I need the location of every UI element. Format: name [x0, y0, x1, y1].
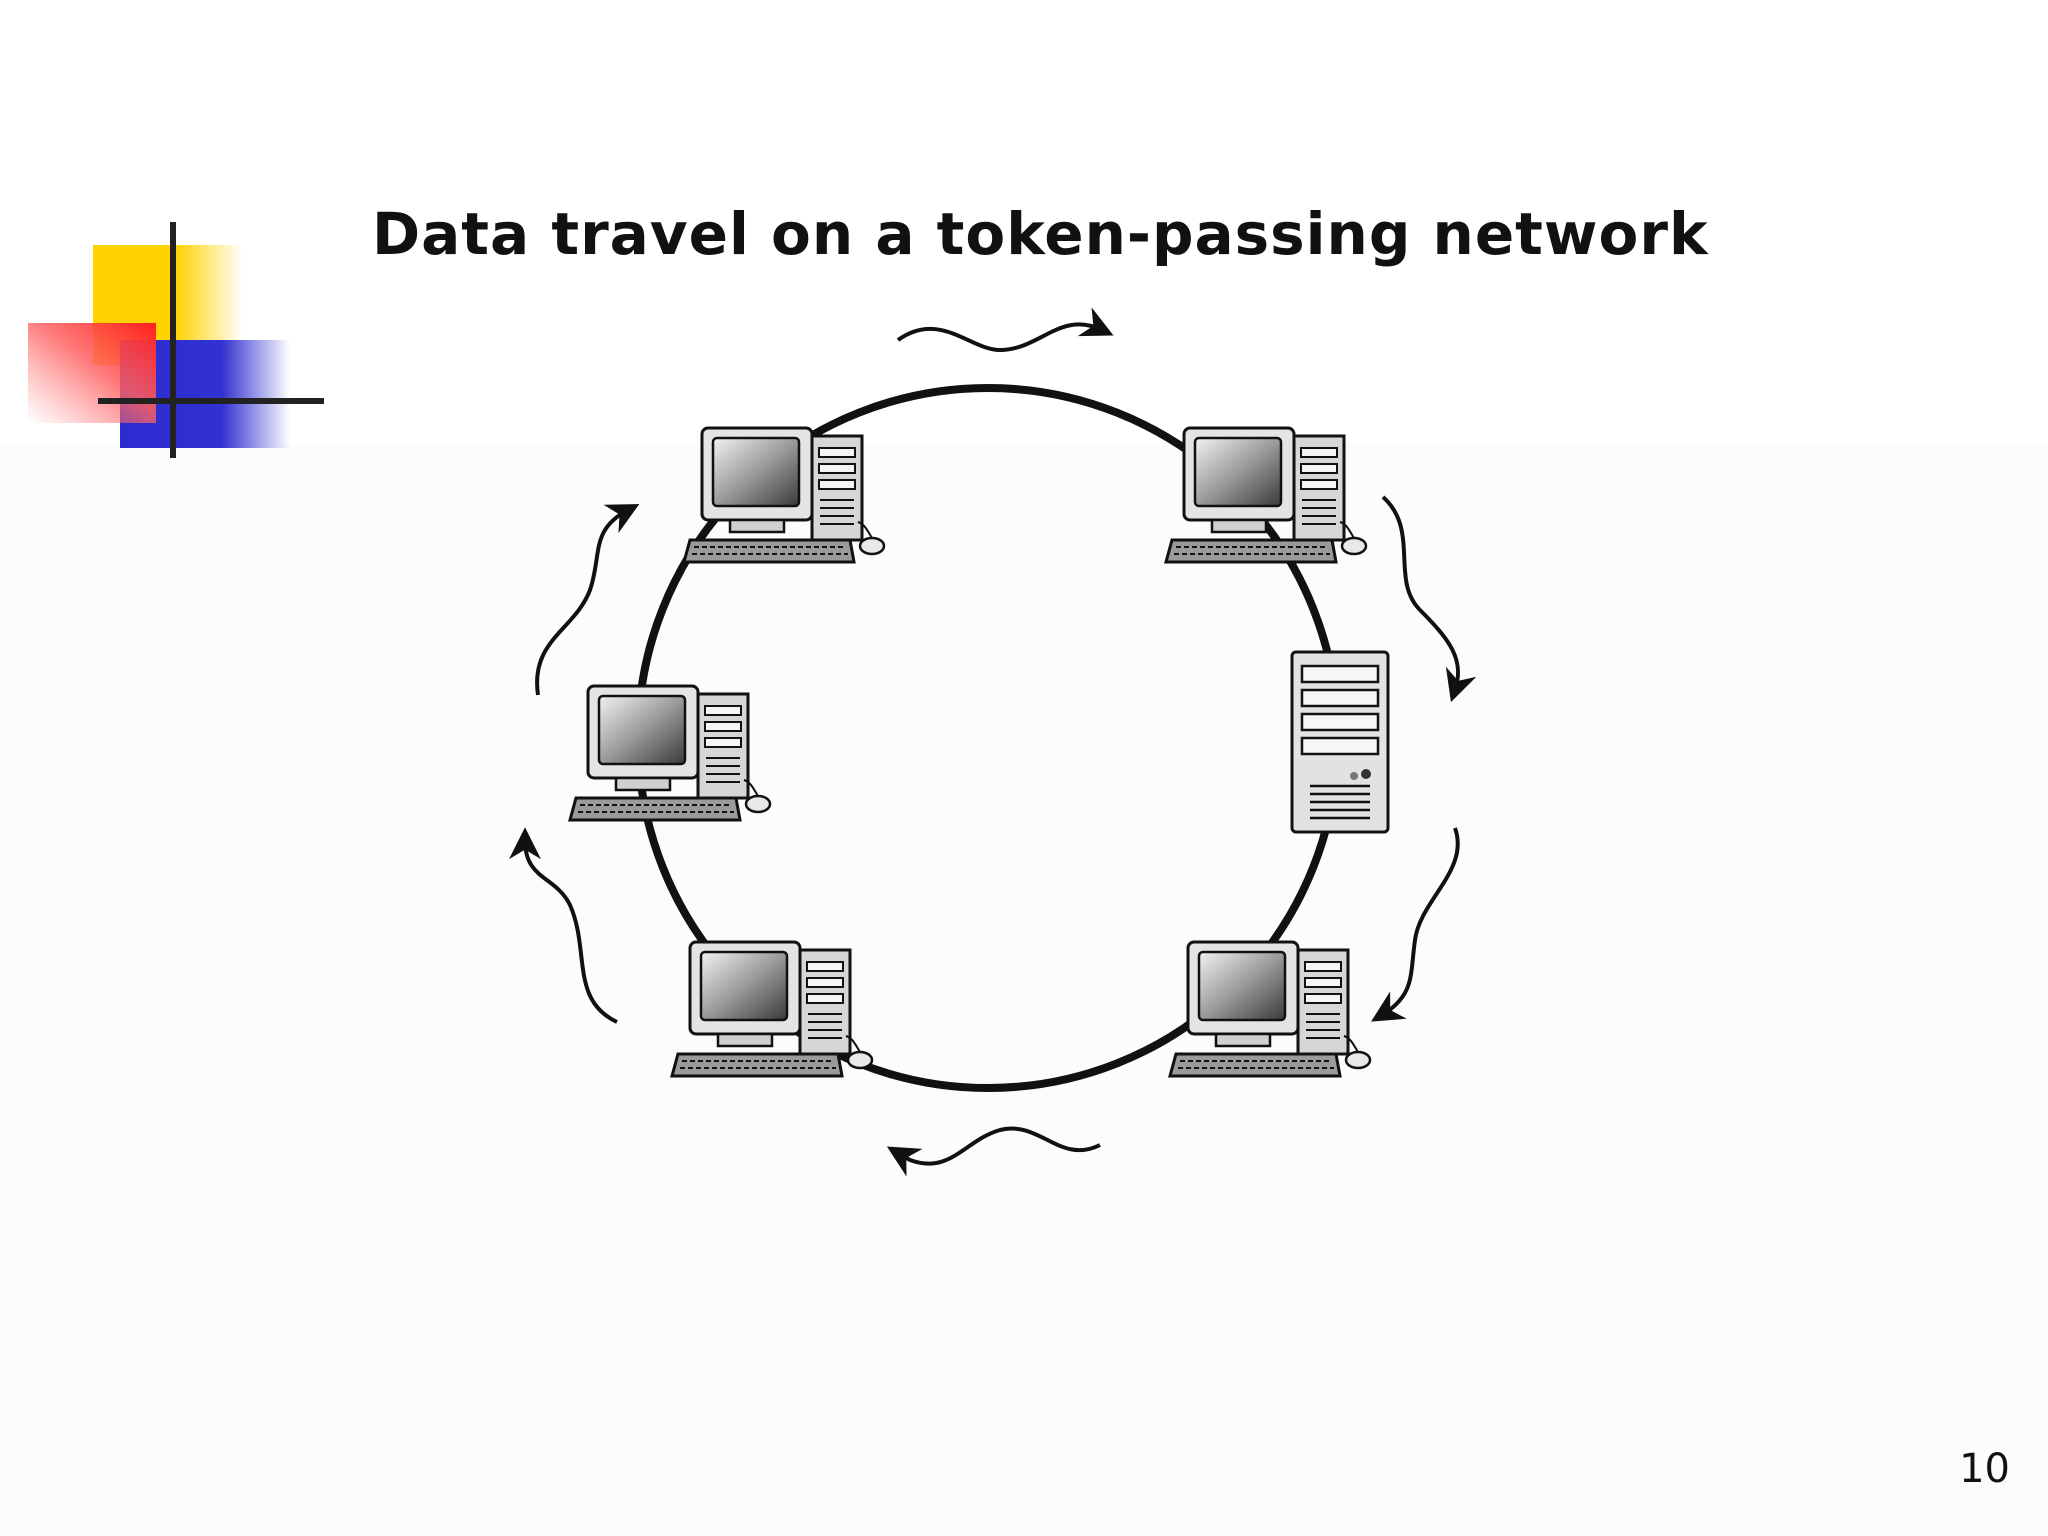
flow-arrow-icon: [509, 827, 618, 1024]
decorative-squares-logo: [28, 222, 324, 458]
flow-arrow-icon: [1371, 827, 1460, 1022]
flow-arrow-icon: [535, 504, 640, 696]
flow-arrow-icon: [886, 1126, 1101, 1177]
slide-title: Data travel on a token-passing network: [372, 200, 1709, 268]
server-icon: [1290, 650, 1390, 834]
workstation-icon: [1164, 426, 1368, 564]
flow-arrow-icon: [1381, 495, 1477, 703]
red-square: [28, 323, 156, 423]
workstation-icon: [1168, 940, 1372, 1078]
header-band: [0, 0, 2048, 445]
page-number: 10: [1959, 1446, 2010, 1492]
workstation-icon: [682, 426, 886, 564]
workstation-icon: [568, 684, 772, 822]
flow-arrow-icon: [896, 307, 1114, 353]
